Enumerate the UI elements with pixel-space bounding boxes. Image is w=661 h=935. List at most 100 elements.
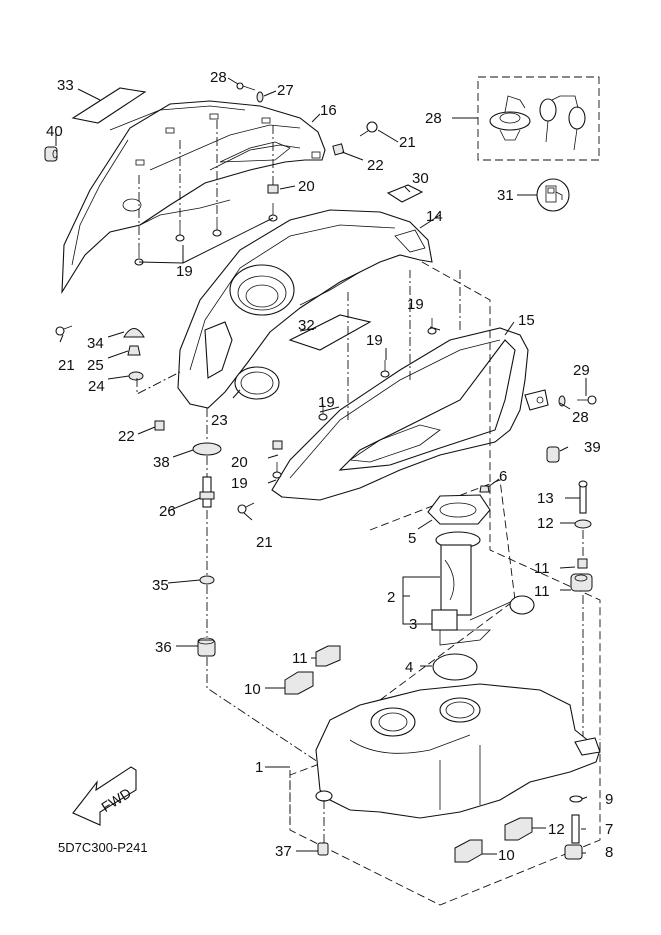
callout-32: 32 xyxy=(298,317,315,334)
pad-part-11-top[interactable] xyxy=(315,645,341,667)
washer-part-38[interactable] xyxy=(192,442,222,456)
nut-part-6[interactable] xyxy=(479,485,490,493)
callout-16: 14 xyxy=(426,208,443,225)
middle-cover-part-16[interactable] xyxy=(177,209,433,409)
callout-10-top: 10 xyxy=(244,681,261,698)
side-cover-part-17[interactable] xyxy=(271,327,549,501)
washer-part-14[interactable] xyxy=(574,519,592,529)
fuel-tank-part-1[interactable] xyxy=(315,683,601,819)
nut-part-25[interactable] xyxy=(127,345,141,356)
callout-25: 25 xyxy=(87,357,104,374)
callout-20-mid: 20 xyxy=(231,454,248,471)
screw-part-21-bottom[interactable] xyxy=(237,502,255,514)
callout-20-top: 20 xyxy=(298,178,315,195)
collar-part-13[interactable] xyxy=(577,558,588,569)
oring-part-4[interactable] xyxy=(432,653,478,681)
pad-part-10-bottom[interactable] xyxy=(454,839,483,863)
grommet-part-39[interactable] xyxy=(546,446,560,463)
callout-28-top: 28 xyxy=(210,69,227,86)
clip-part-22-left[interactable] xyxy=(154,420,165,431)
callout-22-top: 22 xyxy=(367,157,384,174)
screw-part-19-set-top[interactable] xyxy=(134,203,278,266)
sticker-part-33[interactable] xyxy=(71,87,147,124)
callout-18: 16 xyxy=(320,102,337,119)
lock-set-part-29[interactable] xyxy=(477,76,600,161)
callout-36: 36 xyxy=(155,639,172,656)
fuel-label-part-31[interactable] xyxy=(536,178,570,212)
callout-21-left: 21 xyxy=(58,357,75,374)
washer-part-27-top[interactable] xyxy=(256,91,264,103)
pipe-part-7[interactable] xyxy=(571,814,580,844)
callout-40: 40 xyxy=(46,123,63,140)
callout-26: 26 xyxy=(159,503,176,520)
callout-11-bottom: 12 xyxy=(548,821,565,838)
callout-31: 31 xyxy=(497,187,514,204)
damper-part-8[interactable] xyxy=(564,844,583,860)
washer-part-35[interactable] xyxy=(199,575,215,585)
nut-part-20-top[interactable] xyxy=(267,184,279,194)
callout-14: 12 xyxy=(537,515,554,532)
callout-13: 11 xyxy=(534,560,550,577)
callout-27-top: 27 xyxy=(277,82,294,99)
bolt-part-28-top[interactable] xyxy=(236,82,256,91)
callout-35: 35 xyxy=(152,577,169,594)
callout-3: 3 xyxy=(409,616,417,633)
grommet-part-40[interactable] xyxy=(44,146,58,162)
callout-22-left: 22 xyxy=(118,428,135,445)
callout-34: 34 xyxy=(87,335,104,352)
pad-part-11-bottom[interactable] xyxy=(504,817,533,841)
callout-21-bottom: 21 xyxy=(256,534,273,551)
gasket-part-5[interactable] xyxy=(427,494,491,525)
callout-6: 6 xyxy=(499,468,507,485)
screw-part-21-top[interactable] xyxy=(359,121,378,137)
callout-39: 39 xyxy=(584,439,601,456)
callout-21-top: 21 xyxy=(399,134,416,151)
fuel-pump-part-2[interactable] xyxy=(431,531,535,646)
stud-part-26[interactable] xyxy=(199,476,215,508)
rubber-part-36[interactable] xyxy=(197,637,216,657)
callout-labels: 33 40 28 27 16 21 22 20 19 28 30 14 31 2… xyxy=(46,69,613,864)
callout-12: 11 xyxy=(534,583,550,600)
callout-11-top: 11 xyxy=(292,650,308,667)
callout-19-a: 19 xyxy=(407,296,424,313)
callout-1: 1 xyxy=(255,759,263,776)
callout-19-c: 19 xyxy=(318,394,335,411)
callout-8: 8 xyxy=(605,844,613,861)
callout-2: 2 xyxy=(387,589,395,606)
callout-10-bottom: 10 xyxy=(498,847,515,864)
callout-9: 9 xyxy=(605,791,613,808)
clip-part-9[interactable] xyxy=(569,795,583,803)
callout-28-right: 29 xyxy=(573,362,590,379)
callout-27-right: 28 xyxy=(572,409,589,426)
callout-4: 4 xyxy=(405,659,413,676)
screw-part-21-left[interactable] xyxy=(55,325,73,336)
collar-part-37[interactable] xyxy=(317,842,329,856)
callout-19-d: 19 xyxy=(231,475,248,492)
pad-part-10-top[interactable] xyxy=(284,671,314,695)
screw-part-19-set-mid[interactable] xyxy=(272,318,437,479)
callout-37: 37 xyxy=(275,843,292,860)
sticker-part-30[interactable] xyxy=(386,184,424,203)
callout-19-b: 19 xyxy=(366,332,383,349)
drawing-code: 5D7C300-P241 xyxy=(58,840,148,855)
ring-part-23[interactable] xyxy=(234,366,280,400)
callout-38: 38 xyxy=(153,454,170,471)
damper-part-12[interactable] xyxy=(570,573,593,592)
callout-24: 24 xyxy=(88,378,105,395)
callout-30: 30 xyxy=(412,170,429,187)
callout-33: 33 xyxy=(57,77,74,94)
washer-part-24[interactable] xyxy=(128,371,144,381)
bolt-part-28-right[interactable] xyxy=(577,395,597,405)
top-cover-part-18[interactable] xyxy=(61,100,326,295)
bolt-part-15[interactable] xyxy=(578,480,588,514)
clip-part-22-top[interactable] xyxy=(332,143,345,156)
callout-23: 23 xyxy=(211,412,228,429)
callout-29: 28 xyxy=(425,110,442,127)
callout-19-top: 19 xyxy=(176,263,193,280)
cap-part-34[interactable] xyxy=(123,328,145,338)
nut-part-20-mid[interactable] xyxy=(272,440,283,450)
sticker-part-32[interactable] xyxy=(288,314,372,351)
callout-17: 15 xyxy=(518,312,535,329)
callout-7: 7 xyxy=(605,821,613,838)
